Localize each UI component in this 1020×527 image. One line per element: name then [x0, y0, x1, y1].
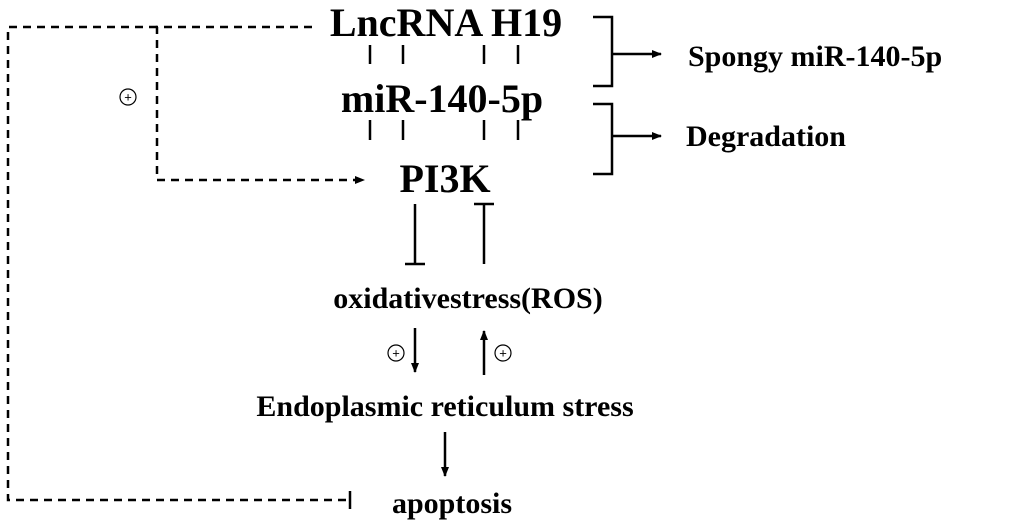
pairing-ticks-lower: [368, 120, 520, 140]
apoptosis-label: apoptosis: [392, 487, 512, 520]
svg-text:+: +: [499, 346, 507, 361]
plus-symbol-er-to-ros: +: [494, 344, 512, 362]
degradation-outcome-label: Degradation: [686, 120, 846, 153]
lncrna-to-pi3k-arrowhead: [355, 176, 365, 184]
pi3k-label: PI3K: [399, 156, 490, 201]
er-stress-label: Endoplasmic reticulum stress: [256, 390, 633, 423]
lncrna-h19-label: LncRNA H19: [330, 0, 562, 45]
svg-text:+: +: [392, 346, 400, 361]
pairing-ticks-upper: [368, 45, 520, 64]
ros-label: oxidativestress(ROS): [333, 282, 602, 315]
spongy-bracket: [593, 15, 614, 88]
mir-140-5p-label: miR-140-5p: [341, 76, 543, 121]
lncrna-to-apoptosis-dashed-line: [6, 25, 348, 502]
plus-symbol-ros-to-er: +: [387, 344, 405, 362]
spongy-outcome-label: Spongy miR-140-5p: [688, 40, 942, 73]
plus-symbol-loop: +: [119, 88, 137, 106]
svg-text:+: +: [124, 90, 132, 105]
lncrna-to-pi3k-dashed-line: [155, 25, 355, 182]
degradation-bracket: [593, 102, 614, 176]
